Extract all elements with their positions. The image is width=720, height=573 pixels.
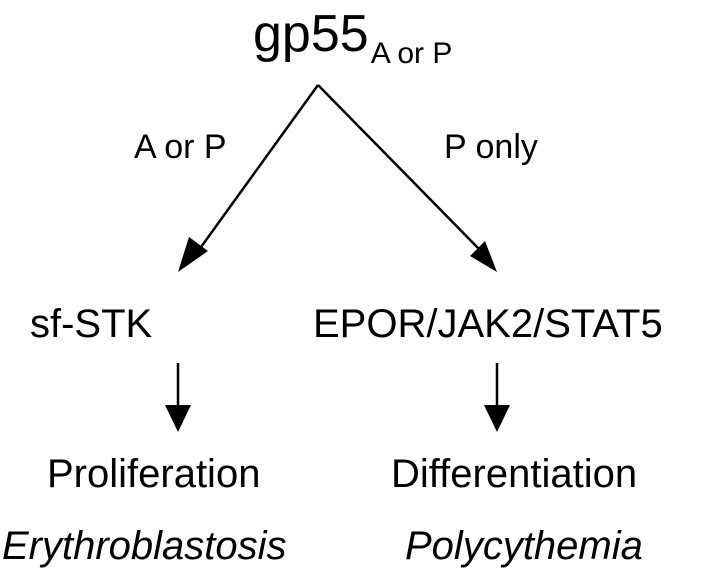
outcome-right: Differentiation	[391, 452, 638, 496]
edge-label-left: A or P	[134, 128, 227, 166]
arrow-left-down	[165, 363, 191, 432]
disease-right: Polycythemia	[405, 524, 643, 568]
arrow-root-to-right-shaft	[317, 84, 481, 251]
arrow-right-down-head	[484, 405, 510, 432]
arrow-left-down-head	[165, 405, 191, 432]
arrow-root-to-right-head	[470, 241, 497, 272]
pathway-node-left: sf-STK	[30, 302, 153, 346]
root-label: gp55	[253, 5, 369, 63]
arrow-root-to-left-shaft	[194, 84, 320, 255]
arrow-root-to-left-head	[178, 237, 208, 272]
outcome-left: Proliferation	[47, 452, 261, 496]
arrow-right-down	[484, 363, 510, 432]
edge-label-right: P only	[444, 128, 538, 166]
pathway-node-right: EPOR/JAK2/STAT5	[313, 302, 663, 346]
root-node-gp55: gp55A or P	[253, 5, 452, 69]
disease-left: Erythroblastosis	[2, 524, 287, 568]
root-subscript: A or P	[370, 37, 453, 70]
arrow-root-to-right	[317, 84, 497, 272]
arrow-root-to-left	[178, 84, 320, 272]
